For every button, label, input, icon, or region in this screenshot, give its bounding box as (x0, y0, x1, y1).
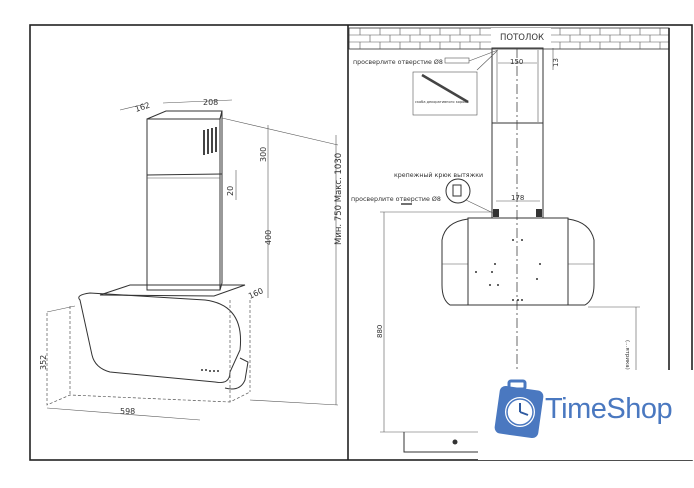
mounting-holes (475, 239, 541, 301)
burner-icon (452, 439, 458, 445)
control-buttons (201, 369, 219, 372)
screw-anchor-icon (444, 57, 470, 64)
hood-body-front (467, 217, 569, 306)
dim-top-depth: 162 (134, 101, 151, 114)
duct-side-face (219, 110, 223, 291)
hood-perspective-view: 162 208 300 20 400 Мин. 750 Макс. 1030 1… (39, 98, 344, 421)
hood-glass-panel (78, 292, 242, 383)
bracket-inset (412, 71, 478, 116)
mounting-hook-label: крепежный крюк вытяжки (394, 171, 483, 179)
dim-upper-duct: 300 (259, 147, 268, 162)
dim-ceiling-offset: 13 (552, 58, 560, 67)
mounting-hook-icon (445, 178, 471, 204)
ceiling-label: ПОТОЛОК (500, 33, 544, 43)
dim-side-partial: (...ятрика) ) (624, 340, 630, 374)
dim-hook-spacing: 178 (511, 194, 524, 202)
dim-lower-duct: 400 (264, 230, 273, 245)
dim-hood-height: 352 (39, 355, 48, 370)
duct-joint (146, 173, 223, 176)
dim-bracket-spacing: 150 (510, 58, 523, 66)
drawing-frame (29, 24, 693, 461)
dim-top-width: 208 (203, 98, 218, 107)
cooktop (403, 432, 480, 453)
dim-total-height: Мин. 750 Макс. 1030 (334, 153, 344, 245)
mounting-plate (99, 284, 246, 297)
installation-front-view: ПОТОЛОК 150 13 просверлите отверстие Ø8 … (348, 27, 670, 453)
inset-caption: скоба декоративного короба (415, 100, 469, 104)
duct-front-face (146, 118, 221, 291)
dim-hood-height-880: 880 (376, 325, 384, 338)
dim-overlap: 20 (226, 186, 235, 196)
ceiling-bricks (348, 27, 670, 50)
drill-hole-top-label: просверлите отверстие Ø8 (353, 58, 443, 66)
briefcase-clock-icon (494, 379, 544, 439)
drill-hole-bottom-label: просверлите отверстие Ø8 (351, 195, 441, 203)
timeshop-logo-text: TimeShop (545, 393, 673, 425)
vent-slots (203, 127, 217, 155)
dim-hood-width: 598 (120, 407, 135, 416)
